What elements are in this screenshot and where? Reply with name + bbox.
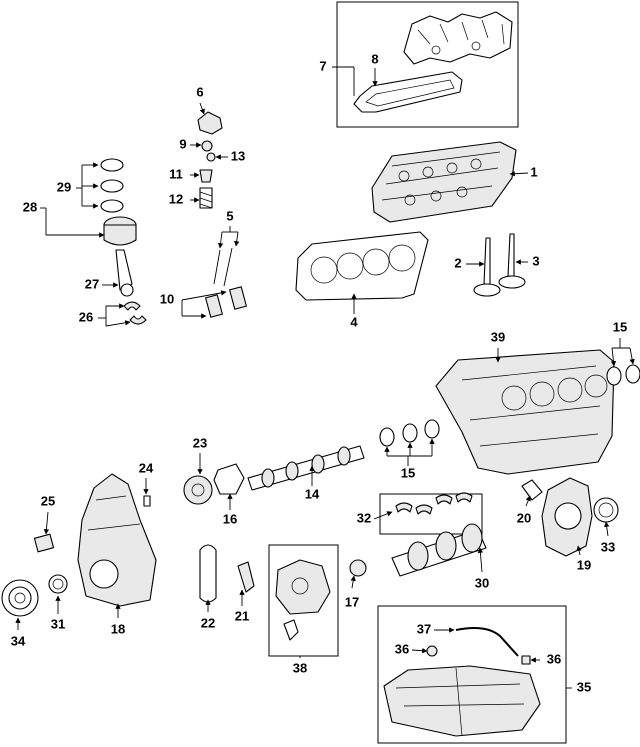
callout-29[interactable]: 29 <box>57 179 71 194</box>
engine-block-part[interactable] <box>435 349 615 475</box>
callout-9[interactable]: 9 <box>179 136 186 151</box>
callout-14[interactable]: 14 <box>305 486 320 501</box>
callout-13[interactable]: 13 <box>231 148 245 163</box>
valve-lifter-part[interactable] <box>205 286 247 318</box>
callout-38[interactable]: 38 <box>293 660 307 675</box>
exhaust-valve-part[interactable] <box>473 237 501 297</box>
sprocket-bolt-part[interactable] <box>143 495 151 507</box>
callout-15a[interactable]: 15 <box>401 465 415 480</box>
callout-19[interactable]: 19 <box>577 557 591 572</box>
oil-level-tube-part[interactable] <box>455 627 519 657</box>
connecting-rod-part[interactable] <box>115 249 134 297</box>
intake-manifold-group-box <box>336 1 519 128</box>
oil-pump-part[interactable] <box>275 559 331 615</box>
rod-bearing-part[interactable] <box>123 301 147 325</box>
oil-pump-fitting-part[interactable] <box>283 619 299 641</box>
callout-34[interactable]: 34 <box>11 633 26 648</box>
front-crank-seal-part[interactable] <box>48 574 68 594</box>
oil-pan-group-box <box>377 605 567 744</box>
oil-pump-group-box <box>268 544 339 657</box>
intake-gasket-part[interactable] <box>353 71 463 113</box>
callout-7[interactable]: 7 <box>319 58 326 73</box>
rocker-arm-part[interactable] <box>197 111 223 135</box>
intake-manifold-part[interactable] <box>403 11 513 65</box>
intake-valve-part[interactable] <box>498 233 526 289</box>
valve-spring-part[interactable] <box>199 187 213 209</box>
callout-16[interactable]: 16 <box>223 511 237 526</box>
valve-keeper-part[interactable] <box>206 152 216 162</box>
camshaft-bearing-part[interactable] <box>379 364 640 447</box>
callout-25[interactable]: 25 <box>41 493 55 508</box>
callout-1[interactable]: 1 <box>530 164 537 179</box>
callout-10[interactable]: 10 <box>160 291 174 306</box>
callout-labels: 1 2 3 4 5 6 7 8 9 10 11 12 13 14 15 15 1… <box>11 51 627 694</box>
callout-11[interactable]: 11 <box>169 166 183 181</box>
chain-guide-part[interactable] <box>521 479 543 501</box>
rear-main-seal-part[interactable] <box>593 497 619 523</box>
callout-5[interactable]: 5 <box>226 208 233 223</box>
callout-4[interactable]: 4 <box>350 314 358 329</box>
rear-cover-part[interactable] <box>541 477 593 557</box>
callout-30[interactable]: 30 <box>475 575 489 590</box>
callout-36a[interactable]: 36 <box>395 641 409 656</box>
piston-ring-part[interactable] <box>100 158 124 213</box>
callout-6[interactable]: 6 <box>196 84 203 99</box>
callout-27[interactable]: 27 <box>85 276 99 291</box>
callout-3[interactable]: 3 <box>532 253 539 268</box>
callout-31[interactable]: 31 <box>51 616 65 631</box>
crankshaft-sprocket-part[interactable] <box>349 559 367 577</box>
piston-part[interactable] <box>103 216 137 246</box>
callout-28[interactable]: 28 <box>23 199 37 214</box>
drain-plug-gasket-part[interactable] <box>521 655 531 665</box>
crankshaft-balancer-part[interactable] <box>1 579 39 617</box>
callout-22[interactable]: 22 <box>201 615 215 630</box>
callout-35[interactable]: 35 <box>577 679 591 694</box>
callout-20[interactable]: 20 <box>517 510 531 525</box>
callout-18[interactable]: 18 <box>111 621 125 636</box>
callout-33[interactable]: 33 <box>601 539 615 554</box>
camshaft-retainer-part[interactable] <box>213 463 245 495</box>
leader-lines <box>15 66 635 689</box>
timing-chain-part[interactable] <box>199 544 217 603</box>
drain-plug-part[interactable] <box>426 645 438 657</box>
callout-21[interactable]: 21 <box>235 608 249 623</box>
callout-2[interactable]: 2 <box>454 255 461 270</box>
callout-26[interactable]: 26 <box>79 309 93 324</box>
camshaft-sprocket-part[interactable] <box>183 475 213 505</box>
pushrod-part[interactable] <box>213 247 233 287</box>
callout-23[interactable]: 23 <box>193 435 207 450</box>
cylinder-head-part[interactable] <box>371 141 517 223</box>
callout-37[interactable]: 37 <box>417 621 431 636</box>
callout-15b[interactable]: 15 <box>613 319 627 334</box>
callout-32[interactable]: 32 <box>357 510 371 525</box>
spring-retainer-part[interactable] <box>199 169 213 183</box>
callout-12[interactable]: 12 <box>169 191 183 206</box>
bearing-set-group-box <box>379 493 483 535</box>
callout-8[interactable]: 8 <box>371 51 378 66</box>
callout-17[interactable]: 17 <box>345 594 359 609</box>
chain-tensioner-part[interactable] <box>237 561 255 593</box>
oil-pan-part[interactable] <box>383 665 541 737</box>
timing-cover-part[interactable] <box>77 473 157 607</box>
callout-24[interactable]: 24 <box>139 460 154 475</box>
rocker-pivot-part[interactable] <box>201 140 213 152</box>
crankshaft-part[interactable] <box>391 523 487 577</box>
callout-39[interactable]: 39 <box>491 329 505 344</box>
callout-36b[interactable]: 36 <box>547 651 561 666</box>
main-bearing-part[interactable] <box>395 492 473 515</box>
camshaft-part[interactable] <box>247 445 365 491</box>
cam-position-sensor-part[interactable] <box>33 533 55 553</box>
head-gasket-part[interactable] <box>295 231 429 301</box>
